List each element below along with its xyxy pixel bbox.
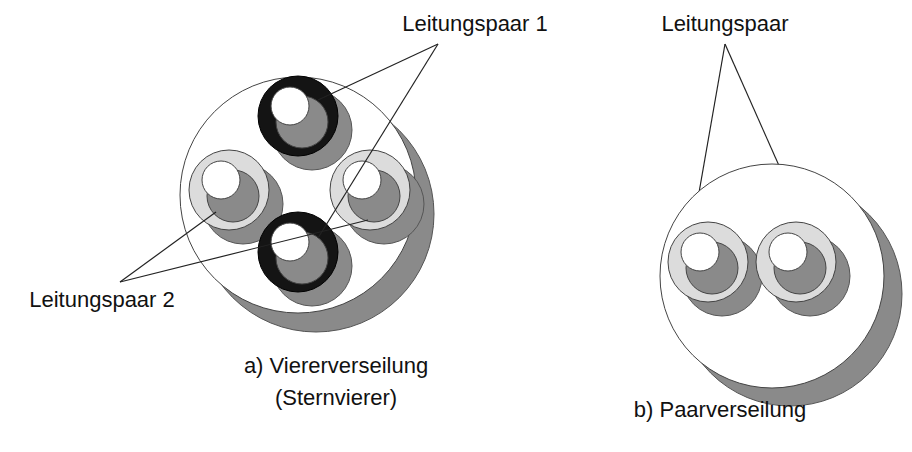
pair-cable	[660, 164, 902, 406]
part-label: Leitungspaar	[661, 8, 788, 40]
part-label: Leitungspaar 2	[29, 284, 175, 316]
part-label: Leitungspaar 1	[402, 8, 548, 40]
figure-caption: b) Paarverseilung	[634, 394, 806, 426]
star-quad-cable	[180, 76, 434, 332]
figure-caption: a) Viererverseilung (Sternvierer)	[211, 350, 461, 414]
